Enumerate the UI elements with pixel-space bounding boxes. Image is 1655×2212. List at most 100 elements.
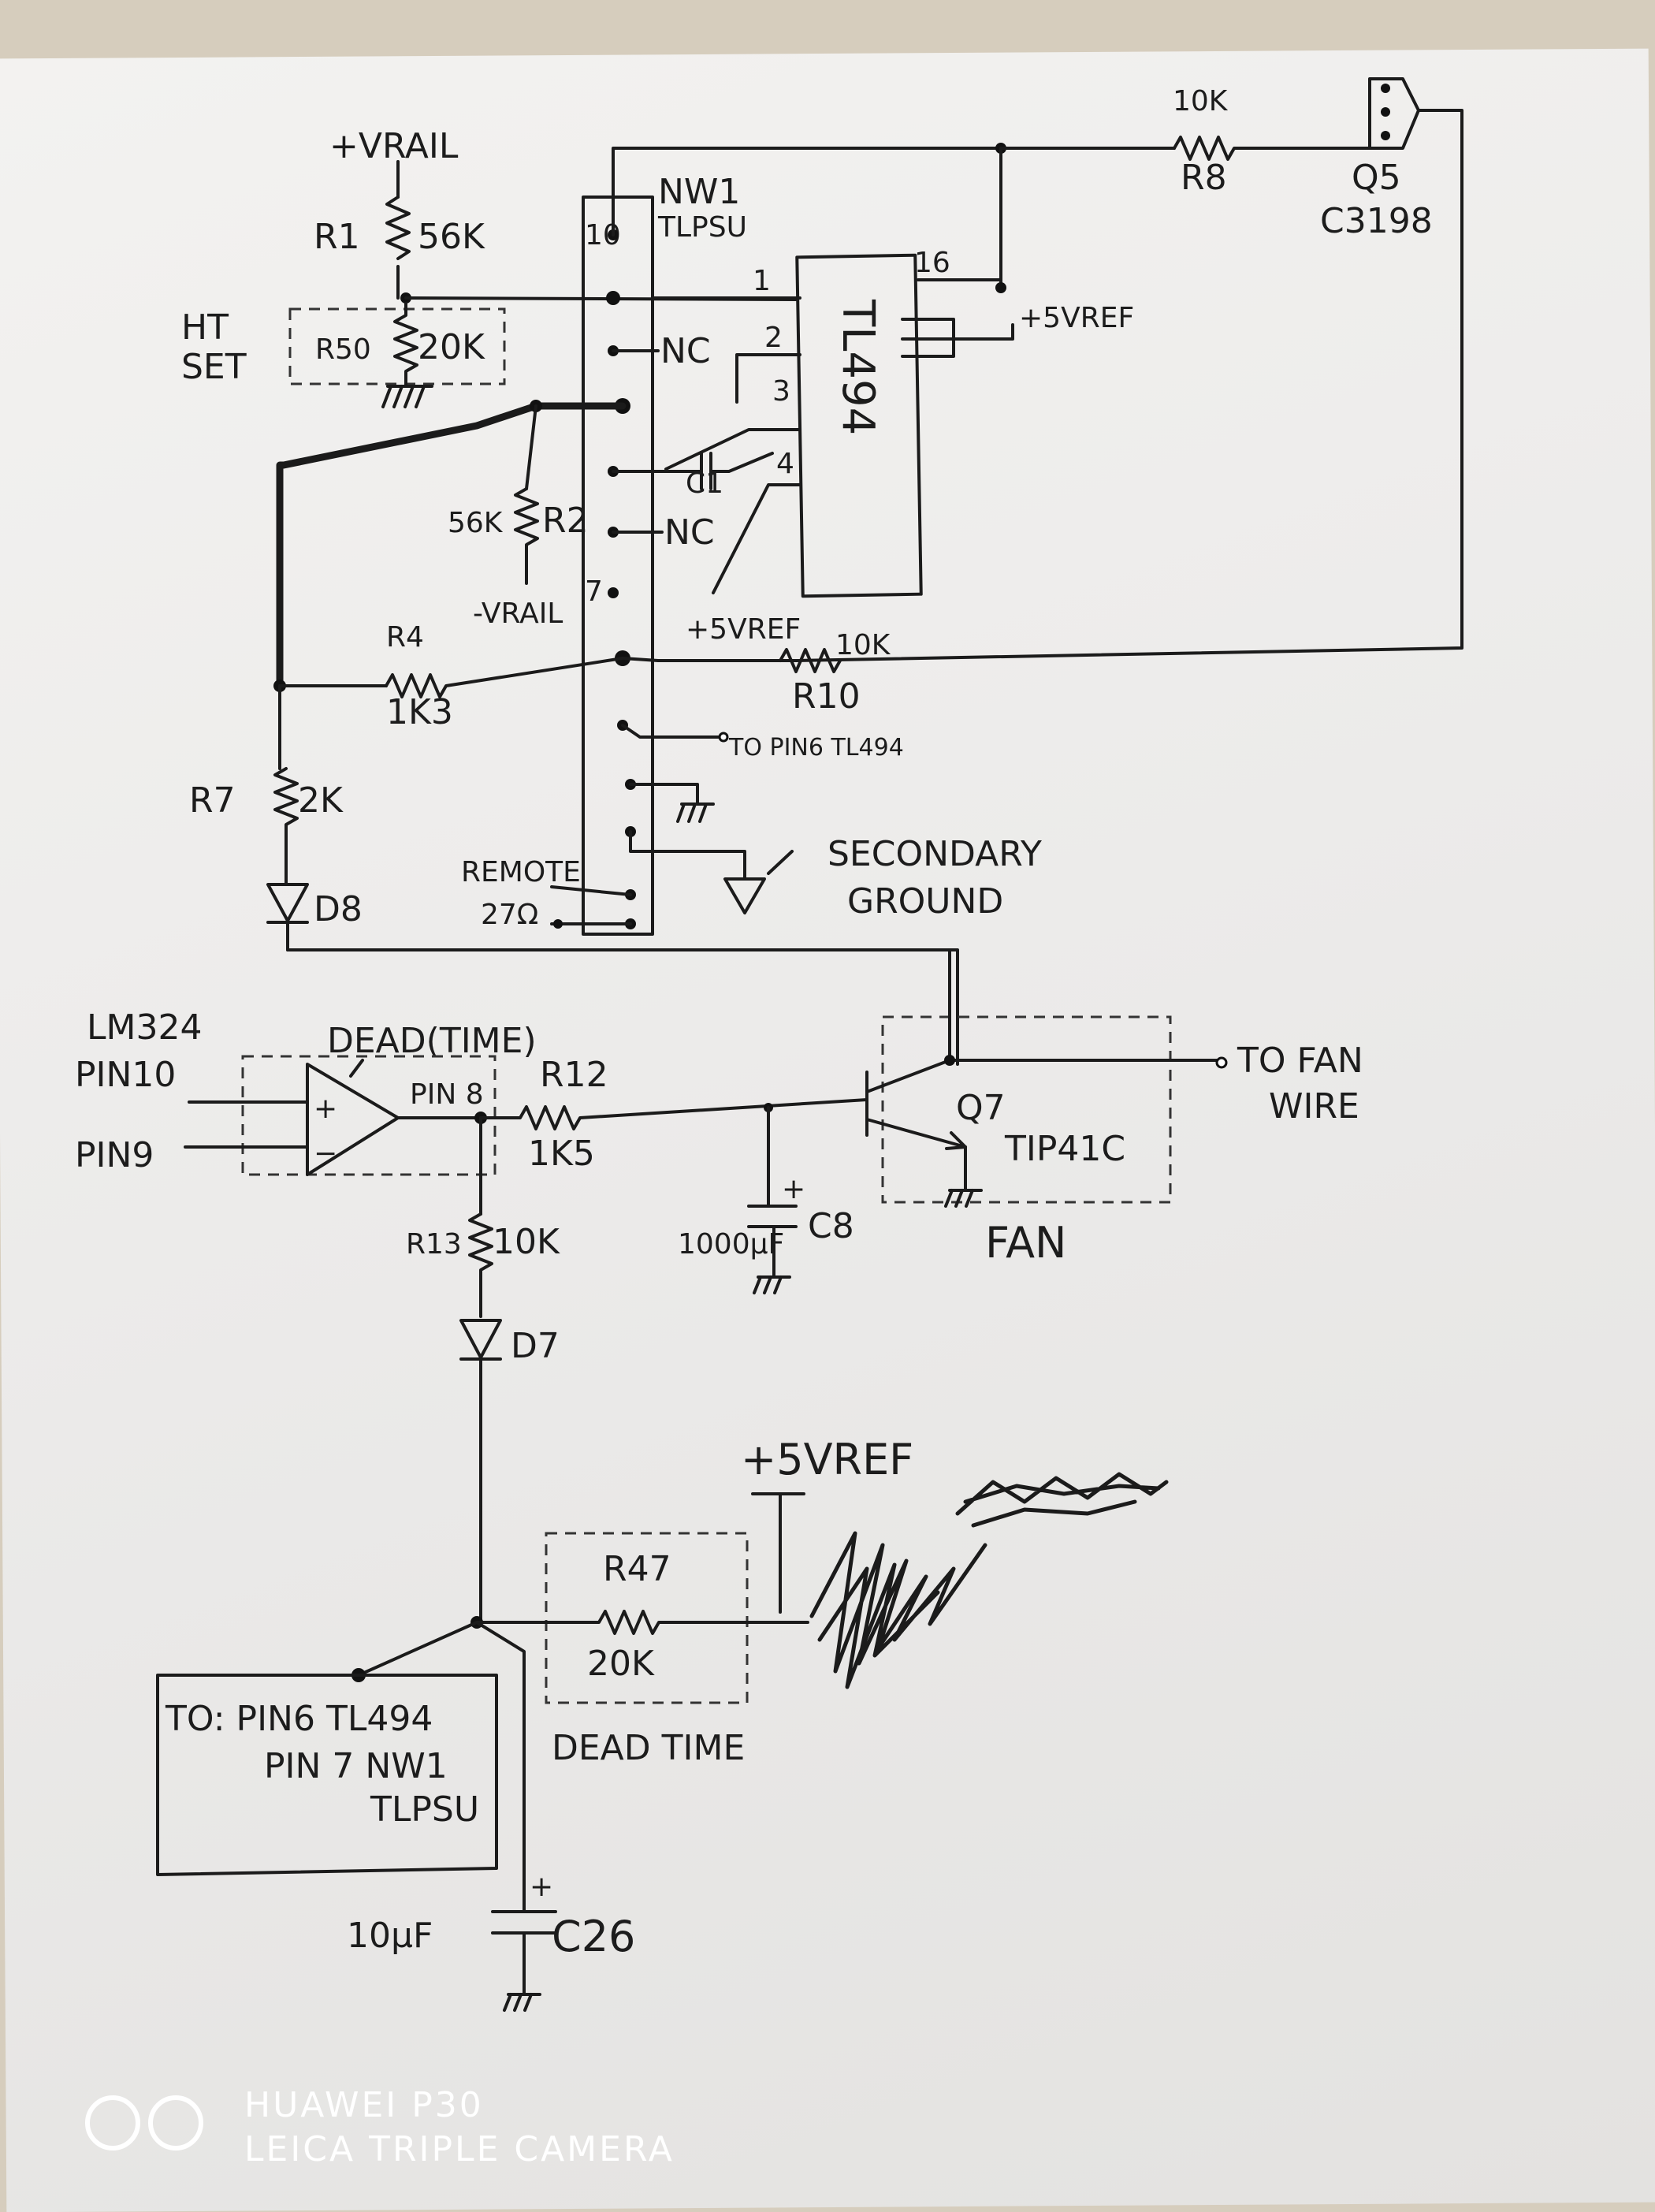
feedback-wire — [276, 402, 627, 690]
fan-box — [881, 1015, 1172, 1204]
nc-label-2: NC — [664, 512, 715, 553]
note-line-1: TO: PIN6 TL494 — [165, 1699, 433, 1739]
to-fan-label-1: TO FAN — [1237, 1041, 1363, 1081]
nw1-pin — [606, 291, 620, 305]
tl494-chip — [795, 253, 923, 598]
r47-value: 20K — [587, 1644, 655, 1684]
r10-resistor — [779, 648, 842, 673]
opamp-minus: − — [314, 1138, 337, 1170]
wire — [525, 404, 537, 490]
note-line-2: PIN 7 NW1 — [264, 1746, 448, 1786]
r8-ref: R8 — [1181, 158, 1227, 198]
q7-part: TIP41C — [1004, 1129, 1125, 1169]
r7-ref: R7 — [189, 780, 236, 821]
secondary-ground-symbol — [629, 830, 766, 914]
d7-ref: D7 — [511, 1326, 560, 1366]
camera-rings-icon — [85, 2095, 203, 2151]
pin10-label: PIN10 — [75, 1055, 176, 1095]
remote-value: 27Ω — [481, 899, 538, 931]
c26-value: 10μF — [347, 1916, 433, 1956]
junction — [995, 282, 1006, 293]
q5-ref: Q5 — [1352, 158, 1401, 198]
ht-set-label-2: SET — [181, 347, 247, 387]
wire — [550, 885, 632, 925]
tl494-pin16: 16 — [914, 247, 950, 279]
pin9-label: PIN9 — [75, 1135, 154, 1175]
r50-ref: R50 — [315, 333, 371, 366]
q7-ref: Q7 — [956, 1088, 1006, 1128]
r8-value: 10K — [1173, 85, 1229, 117]
r47-box — [545, 1532, 749, 1704]
wire — [735, 353, 801, 404]
junction — [944, 1055, 955, 1066]
c8-value: 1000μF — [678, 1228, 784, 1261]
nw1-connector — [582, 196, 654, 936]
r8-resistor — [1173, 136, 1373, 161]
q5-pin — [1381, 131, 1390, 140]
pin8-label: PIN 8 — [410, 1078, 484, 1111]
c26-ref: C26 — [552, 1912, 635, 1961]
c1-capacitor — [612, 452, 774, 490]
vref-bottom-label: +5VREF — [741, 1435, 913, 1484]
c26-capacitor — [491, 1879, 557, 2012]
to-pin6-label: TO PIN6 TL494 — [728, 734, 904, 762]
r2-value: 56K — [448, 507, 504, 539]
ground-symbol — [629, 783, 715, 823]
c8-capacitor — [747, 1106, 798, 1294]
to-fan-label-2: WIRE — [1269, 1086, 1359, 1126]
note-box — [156, 1674, 498, 1876]
vrail-neg-label: -VRAIL — [473, 598, 563, 630]
tl494-pin1: 1 — [753, 265, 771, 297]
c8-plus: + — [782, 1173, 805, 1205]
q7-transistor — [865, 948, 1219, 1150]
terminal — [1215, 1056, 1228, 1069]
wire — [357, 1621, 526, 1882]
d7-diode — [459, 1319, 502, 1622]
r12-ref: R12 — [540, 1055, 608, 1095]
r1-value: 56K — [418, 217, 485, 257]
nw1-pin — [608, 587, 619, 598]
tl494-label: TL494 — [832, 299, 883, 435]
wire — [349, 1059, 364, 1078]
r13-value: 10K — [493, 1222, 560, 1262]
wire — [917, 278, 1002, 289]
q5-pin — [1381, 107, 1390, 117]
r13-ref: R13 — [406, 1228, 462, 1261]
junction — [553, 919, 563, 929]
d8-diode — [266, 883, 309, 951]
r2-ref: R2 — [542, 501, 589, 541]
dead-time-top-label: DEAD(TIME) — [327, 1021, 537, 1061]
tl494-pin4: 4 — [776, 448, 794, 480]
r47-resistor — [475, 1610, 809, 1635]
dead-time-bottom-label: DEAD TIME — [552, 1728, 745, 1768]
r1-ref: R1 — [314, 217, 360, 257]
vref-pins — [901, 318, 1014, 358]
scribble — [809, 1472, 1169, 1689]
secondary-label-2: GROUND — [847, 881, 1003, 922]
r10-ref: R10 — [792, 676, 861, 717]
watermark-line-2: LEICA TRIPLE CAMERA — [244, 2129, 675, 2169]
lm324-box — [241, 1055, 496, 1176]
remote-ref: REMOTE — [461, 856, 581, 888]
c1-ref: C1 — [686, 467, 723, 500]
wire — [664, 428, 801, 471]
wire — [184, 1100, 482, 1149]
r4-resistor — [385, 657, 624, 698]
wire — [751, 1492, 805, 1614]
d8-ref: D8 — [314, 889, 363, 929]
wire — [621, 724, 723, 739]
c26-plus: + — [530, 1871, 553, 1903]
r4-ref: R4 — [386, 621, 424, 654]
wire — [286, 948, 959, 1066]
wire — [621, 109, 1463, 662]
r7-resistor — [273, 767, 299, 884]
ground-symbol — [944, 1145, 983, 1208]
opamp-plus: + — [314, 1093, 337, 1125]
r1-resistor — [385, 196, 411, 260]
tlpsu-label: TLPSU — [657, 211, 747, 244]
tl494-pin2: 2 — [764, 322, 783, 354]
r47-ref: R47 — [603, 1549, 671, 1589]
nw1-pin7-label: 7 — [585, 575, 603, 608]
terminal — [718, 732, 729, 743]
